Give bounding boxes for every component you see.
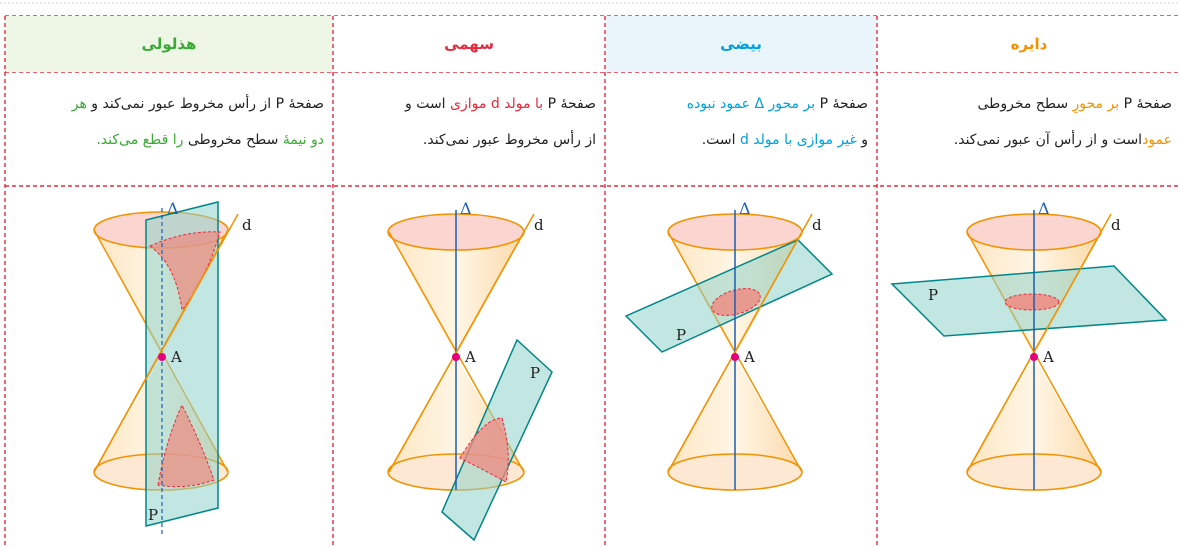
- figure-circle: Δ d A P: [878, 190, 1180, 547]
- generator-d: [93, 213, 239, 473]
- ellipse-intersection: [711, 288, 761, 316]
- label-a: A: [170, 348, 182, 366]
- column-title: سهمی: [444, 35, 494, 53]
- description-line-1: صفحهٔ P بر محور Δ عمود نبوده: [614, 86, 868, 122]
- ellipse-cone-diagram: Δ d A P: [624, 199, 834, 491]
- description-segment: است و از رأس آن عبور نمی‌کند.: [953, 132, 1143, 148]
- description-segment: صفحهٔ P: [815, 96, 868, 112]
- circle-cone-diagram: Δ d A P: [890, 199, 1168, 491]
- description-line-2: از رأس مخروط عبور نمی‌کند.: [342, 122, 596, 158]
- label-delta: Δ: [167, 199, 179, 218]
- description-segment: دو نیمهٔ: [282, 132, 324, 148]
- description-segment: صفحهٔ P از رأس مخروط عبور نمی‌کند و: [86, 96, 324, 112]
- column-title: هذلولی: [141, 35, 197, 53]
- label-d: d: [534, 216, 544, 234]
- parabola-cone-diagram: Δ d A P: [387, 199, 553, 542]
- description-segment: است.: [701, 132, 740, 148]
- label-a: A: [464, 348, 476, 366]
- circle-intersection: [1004, 293, 1060, 311]
- description-segment: بر محور Δ عمود نبوده: [686, 96, 816, 112]
- description-segment: هر: [71, 96, 87, 112]
- label-d: d: [242, 216, 252, 234]
- label-delta: Δ: [739, 199, 751, 218]
- vertex-a: [452, 353, 460, 361]
- label-p: P: [676, 326, 686, 344]
- column-title: دایره: [1010, 35, 1048, 53]
- description-line-2: عموداست و از رأس آن عبور نمی‌کند.: [886, 122, 1172, 158]
- column-title: بیضی: [720, 35, 762, 53]
- label-a: A: [743, 348, 755, 366]
- description-segment: عمود: [1142, 132, 1172, 148]
- figure-parabola: Δ d A P: [334, 190, 604, 547]
- description-segment: است و: [404, 96, 451, 112]
- description-line-1: صفحهٔ P از رأس مخروط عبور نمی‌کند و هر: [14, 86, 324, 122]
- description-segment: صفحهٔ P: [543, 96, 596, 112]
- description-segment: با مولد d موازی: [450, 96, 544, 112]
- description-line-2: دو نیمهٔ سطح مخروطی را قطع می‌کند.: [14, 122, 324, 158]
- label-a: A: [1042, 348, 1054, 366]
- label-delta: Δ: [1038, 199, 1050, 218]
- figure-hyperbola: Δ d A P: [6, 190, 332, 547]
- label-delta: Δ: [460, 199, 472, 218]
- vertex-a: [158, 353, 166, 361]
- vertex-a: [731, 353, 739, 361]
- header-hyperbola: هذلولی: [6, 16, 332, 72]
- description-segment: و: [856, 132, 868, 148]
- label-p: P: [928, 286, 938, 304]
- description-segment: سطح مخروطی: [183, 132, 283, 148]
- generator-d: [667, 213, 813, 473]
- label-p: P: [148, 506, 158, 524]
- description-segment: از رأس مخروط عبور نمی‌کند.: [422, 132, 596, 148]
- parabola-intersection: [459, 417, 509, 483]
- generator-d: [388, 213, 535, 473]
- description-segment: صفحهٔ P: [1119, 96, 1172, 112]
- description-line-2: و غیر موازی با مولد d است.: [614, 122, 868, 158]
- label-d: d: [1111, 216, 1121, 234]
- label-d: d: [812, 216, 822, 234]
- hyperbola-cone-diagram: Δ d A P: [93, 199, 252, 535]
- label-p: P: [530, 364, 540, 382]
- header-circle: دایره: [878, 16, 1180, 72]
- description-segment: غیر موازی با مولد d: [739, 132, 857, 148]
- header-parabola: سهمی: [334, 16, 604, 72]
- vertex-a: [1030, 353, 1038, 361]
- description-line-1: صفحهٔ P با مولد d موازی است و: [342, 86, 596, 122]
- description-segment: را قطع می‌کند.: [96, 132, 184, 148]
- upper-intersection: [149, 231, 221, 312]
- lower-intersection: [157, 403, 215, 488]
- generator-d: [966, 213, 1112, 473]
- description-segment: بر محورِ: [1072, 96, 1120, 112]
- description-line-1: صفحهٔ P بر محورِ سطح مخروطی: [886, 86, 1172, 122]
- figure-ellipse: Δ d A P: [606, 190, 876, 547]
- header-ellipse: بیضی: [606, 16, 876, 72]
- description-parabola: صفحهٔ P با مولد d موازی است و از رأس مخرو…: [334, 76, 604, 186]
- description-segment: سطح مخروطی: [977, 96, 1073, 112]
